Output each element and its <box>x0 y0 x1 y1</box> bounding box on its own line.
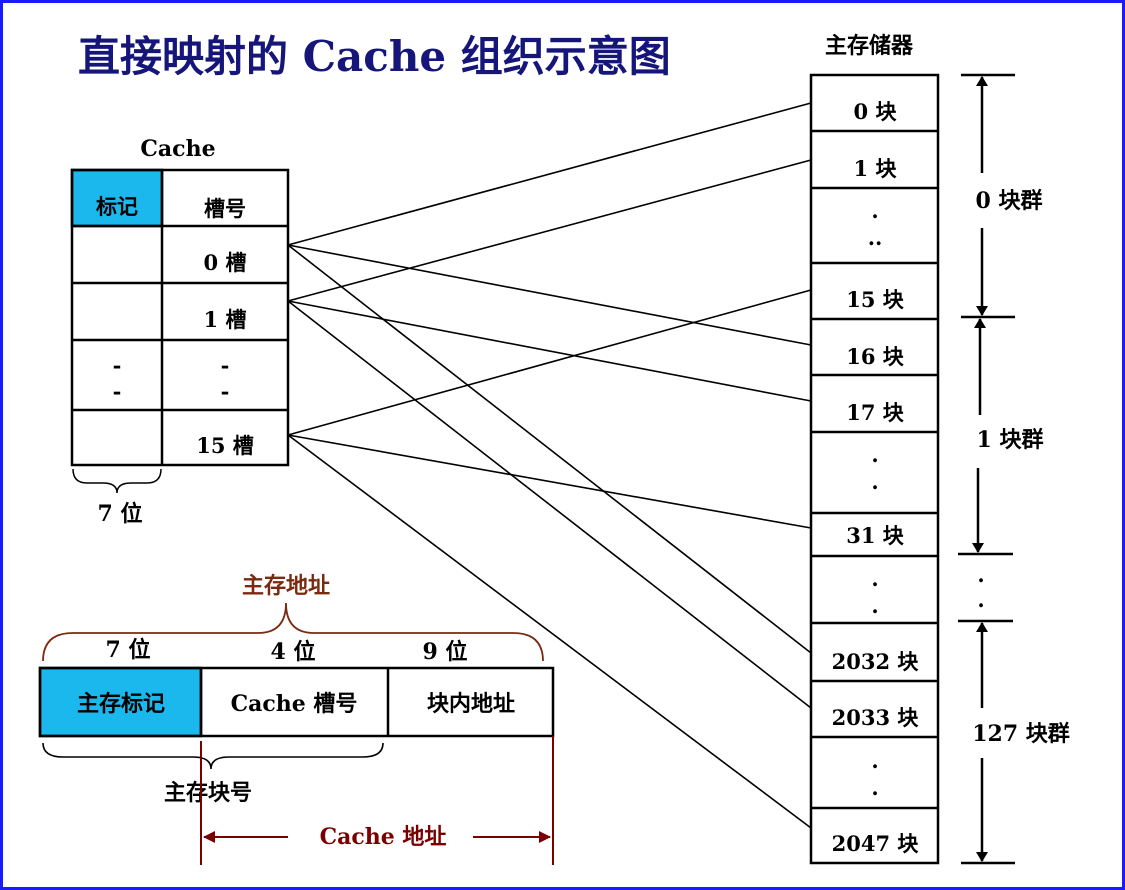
block-number-label: 主存块号 <box>164 780 252 806</box>
cache-address-span <box>200 736 554 865</box>
memory-block-15: 15 块 <box>846 287 905 312</box>
address-fields <box>38 666 555 738</box>
memory-block-16: 16 块 <box>846 344 905 369</box>
cache-tag-ellipsis: - <box>113 353 122 378</box>
memory-ellipsis: . <box>871 198 878 223</box>
cache-slot-ellipsis: - <box>221 379 230 404</box>
map-line-slot15-block15 <box>287 289 812 436</box>
memory-column <box>809 73 940 865</box>
mapping-lines <box>287 102 812 829</box>
field-block-offset: 块内地址 <box>427 691 515 717</box>
direct-mapped-cache-diagram: 直接映射的 Cache 组织示意图 Cache 标记 槽号 0 槽 1 槽 - … <box>38 32 1070 865</box>
cache-slot-15: 15 槽 <box>196 433 254 458</box>
cache-slot-ellipsis: - <box>221 353 230 378</box>
group-markers <box>958 73 1015 865</box>
group-1-label: 1 块群 <box>977 427 1044 453</box>
map-line-slot0-block2032 <box>287 244 812 654</box>
map-line-slot1-block2033 <box>287 300 812 709</box>
memory-ellipsis: . <box>871 566 878 591</box>
field-memory-tag: 主存标记 <box>77 691 165 717</box>
field-cache-slot: Cache 槽号 <box>231 691 358 717</box>
memory-block-2047: 2047 块 <box>832 831 920 856</box>
slot-bits: 4 位 <box>271 639 316 665</box>
tag-brace <box>72 468 162 494</box>
map-line-slot1-block17 <box>287 300 812 402</box>
main-memory-address-label: 主存地址 <box>242 573 330 599</box>
map-line-slot15-block31 <box>287 434 812 529</box>
cache-table <box>70 168 290 467</box>
memory-ellipsis: .. <box>868 225 883 250</box>
memory-block-1: 1 块 <box>854 156 898 181</box>
address-brace <box>42 602 544 662</box>
memory-block-2032: 2032 块 <box>832 649 920 674</box>
cache-slot-0: 0 槽 <box>204 250 247 275</box>
cache-label: Cache <box>140 136 215 162</box>
tag-bits: 7 位 <box>106 637 151 663</box>
map-line-slot15-block2047 <box>287 434 812 829</box>
memory-label: 主存储器 <box>825 33 914 59</box>
block-number-brace <box>42 742 384 770</box>
memory-block-31: 31 块 <box>846 523 905 548</box>
cache-slot-header: 槽号 <box>204 196 246 221</box>
memory-ellipsis: . <box>871 748 878 773</box>
memory-block-17: 17 块 <box>846 400 905 425</box>
group-ellipsis: . <box>977 562 984 587</box>
cache-tag-ellipsis: - <box>113 379 122 404</box>
cache-address-label: Cache 地址 <box>320 824 447 850</box>
cache-slot-1: 1 槽 <box>204 307 247 332</box>
group-0-label: 0 块群 <box>976 188 1043 214</box>
memory-ellipsis: . <box>871 775 878 800</box>
map-line-slot1-block1 <box>287 159 812 302</box>
tag-bits-label: 7 位 <box>98 501 143 527</box>
map-line-slot0-block16 <box>287 244 812 346</box>
memory-block-2033: 2033 块 <box>832 705 920 730</box>
cache-tag-header: 标记 <box>96 194 138 219</box>
page-title: 直接映射的 Cache 组织示意图 <box>78 32 671 81</box>
group-ellipsis: . <box>977 587 984 612</box>
memory-block-0: 0 块 <box>854 99 898 124</box>
memory-ellipsis: . <box>871 442 878 467</box>
group-127-label: 127 块群 <box>972 721 1070 747</box>
offset-bits: 9 位 <box>423 639 468 665</box>
memory-ellipsis: . <box>871 469 878 494</box>
memory-ellipsis: . <box>871 593 878 618</box>
map-line-slot0-block0 <box>287 102 812 246</box>
